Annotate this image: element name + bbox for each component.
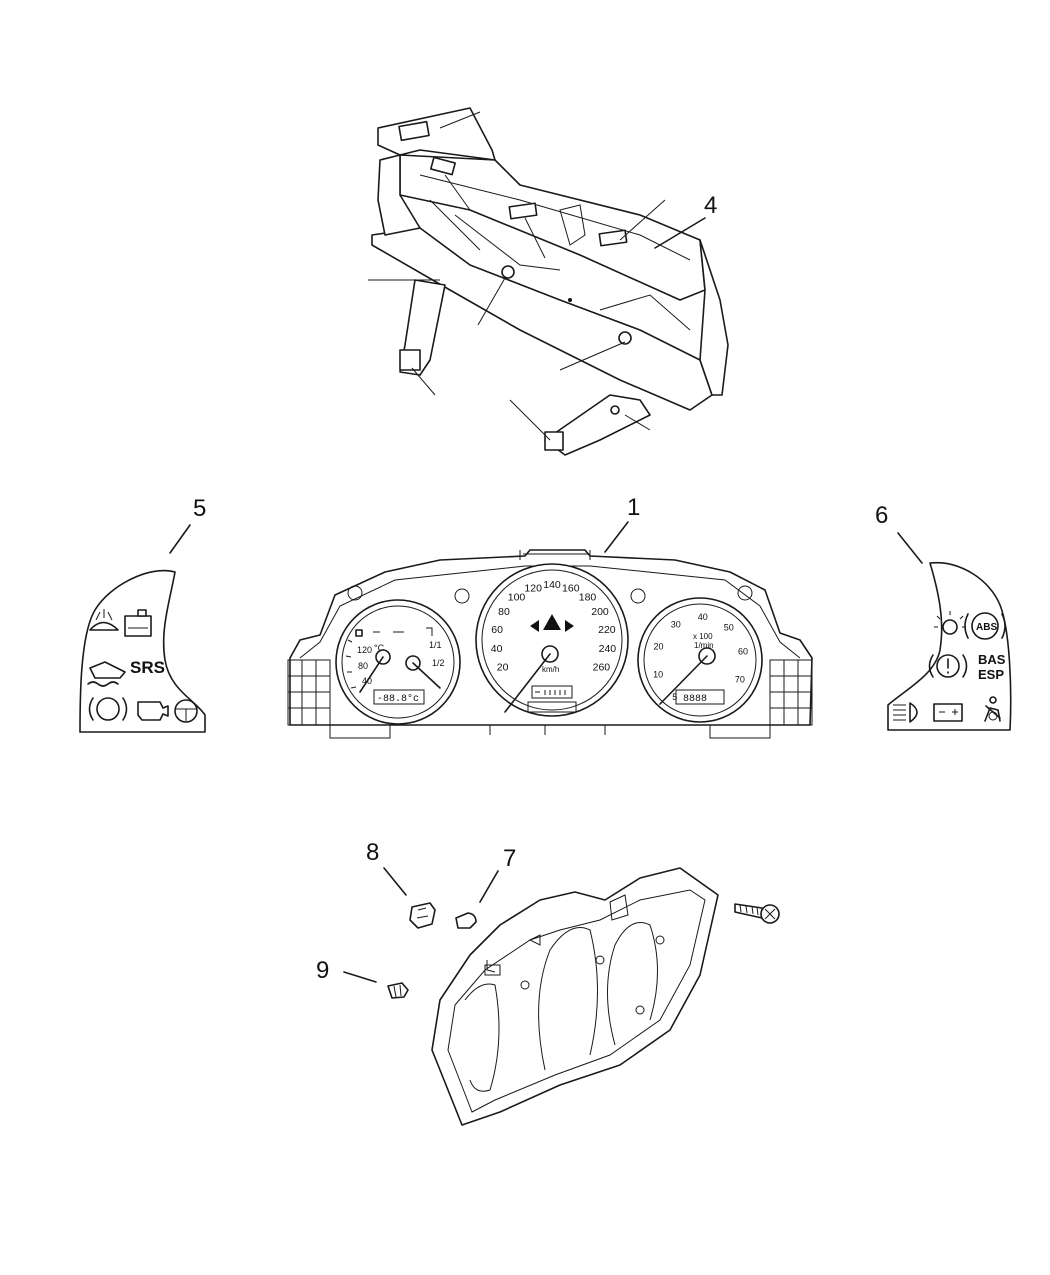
tach-tick-20: 20: [653, 642, 663, 652]
left-indicator-panel-part-5: SRS 5: [79, 495, 206, 733]
battery-icon: [933, 703, 963, 722]
steering-wheel-icon: [174, 699, 198, 723]
tach-unit-line2: 1/min: [694, 641, 714, 650]
bracket-part-4: 4: [368, 107, 729, 456]
tach-tick-labels: 5 10 20 30 40 50 60 70: [653, 612, 748, 702]
cluster-rear-housing: [431, 867, 719, 1126]
speed-tick-100: 100: [508, 592, 526, 604]
right-vent-grid: [769, 659, 813, 726]
right-indicator-panel-part-6: ABS BAS ESP 6: [875, 502, 1012, 731]
abs-icon: ABS: [964, 612, 1006, 640]
tach-tick-60: 60: [738, 647, 748, 657]
brake-warning-exclamation-icon: [928, 654, 968, 678]
brake-warning-icon: [88, 697, 128, 721]
coolant-level-icon: [124, 609, 152, 637]
tach-unit-line1: x 100: [693, 632, 713, 641]
speed-tick-40: 40: [491, 643, 503, 655]
seatbelt-icon: [984, 696, 1001, 722]
light-bulb-icon: [934, 611, 966, 635]
screw: [734, 903, 780, 924]
temp-lcd-display: -88.8°c: [377, 693, 419, 705]
speed-unit-label: km/h: [542, 665, 559, 674]
oil-pressure-icon: [87, 661, 126, 687]
washer-fluid-icon: [89, 609, 119, 631]
tach-tick-40: 40: [698, 612, 708, 622]
abs-label: ABS: [976, 622, 997, 633]
fuel-tick-full: 1/1: [429, 640, 442, 650]
headlight-icon: [893, 702, 918, 723]
bulb-socket-part-8: 8: [366, 839, 436, 929]
callout-5: 5: [193, 495, 206, 522]
speed-tick-60: 60: [491, 624, 503, 636]
speed-tick-160: 160: [562, 582, 580, 594]
bulb-part-9: 9: [316, 957, 409, 999]
turn-signal-indicators: [530, 614, 574, 632]
speed-tick-220: 220: [598, 624, 616, 636]
callout-7: 7: [503, 845, 516, 872]
callout-8: 8: [366, 839, 379, 866]
callout-4: 4: [704, 192, 717, 219]
esp-label: ESP: [978, 667, 1004, 682]
tach-tick-50: 50: [724, 623, 734, 633]
speed-tick-140: 140: [543, 579, 561, 591]
callout-6: 6: [875, 502, 888, 529]
fuel-tick-half: 1/2: [432, 658, 445, 668]
speed-tick-240: 240: [599, 643, 617, 655]
tach-lcd-display: 8888: [683, 694, 707, 705]
speed-tick-180: 180: [579, 592, 597, 604]
temp-tick-120: 120: [357, 645, 372, 655]
tach-tick-70: 70: [735, 675, 745, 685]
temp-fuel-gauge: 120 °C 80 40 1/1 1/2 -88.8°c: [335, 599, 461, 725]
temp-unit-label: °C: [374, 643, 385, 653]
speed-tick-200: 200: [591, 606, 609, 618]
speed-tick-80: 80: [498, 606, 510, 618]
srs-label: SRS: [130, 658, 165, 677]
speed-tick-20: 20: [497, 661, 509, 673]
callout-9: 9: [316, 957, 329, 984]
bas-label: BAS: [978, 652, 1006, 667]
callout-1: 1: [627, 494, 640, 521]
speed-tick-260: 260: [593, 661, 611, 673]
speed-tick-120: 120: [524, 582, 542, 594]
temp-tick-80: 80: [358, 661, 368, 671]
tach-tick-30: 30: [671, 619, 681, 629]
instrument-cluster-part-1: 120 °C 80 40 1/1 1/2 -88.8°c 20406080100…: [287, 494, 813, 739]
tach-tick-5: 5: [672, 692, 677, 702]
tach-tick-10: 10: [653, 670, 663, 680]
tachometer: 5 10 20 30 40 50 60 70 x 100 1/min 8888: [637, 597, 763, 723]
check-engine-icon: [137, 701, 169, 721]
bulb-part-7: 7: [455, 845, 516, 929]
